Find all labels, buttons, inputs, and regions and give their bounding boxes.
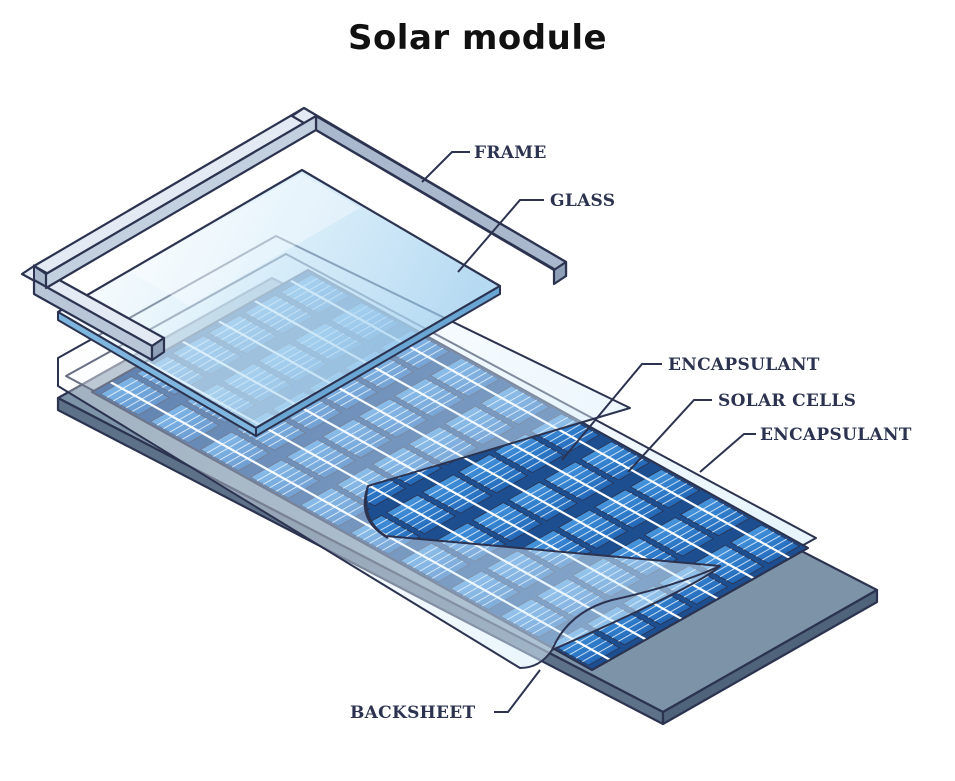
- label-glass: GLASS: [550, 191, 615, 211]
- encapsulant-top-leader: [561, 363, 662, 461]
- label-frame: FRAME: [474, 143, 547, 163]
- labels: FRAME GLASS ENCAPSULANT SOLAR CELLS ENCA…: [350, 143, 912, 723]
- solar-cells-leader: [627, 399, 712, 473]
- glass-leader: [457, 199, 544, 273]
- label-solar-cells: SOLAR CELLS: [718, 391, 856, 411]
- label-encapsulant-bottom: ENCAPSULANT: [760, 425, 912, 445]
- frame-leader: [421, 151, 470, 183]
- leader-lines: [421, 151, 756, 713]
- encapsulant-bottom-leader: [699, 433, 756, 473]
- frame-part: [20, 106, 568, 362]
- backsheet-leader: [494, 669, 541, 713]
- glass-layer: [56, 168, 502, 437]
- label-backsheet: BACKSHEET: [350, 703, 476, 723]
- label-encapsulant-top: ENCAPSULANT: [668, 355, 820, 375]
- diagram-title: Solar module: [347, 18, 608, 58]
